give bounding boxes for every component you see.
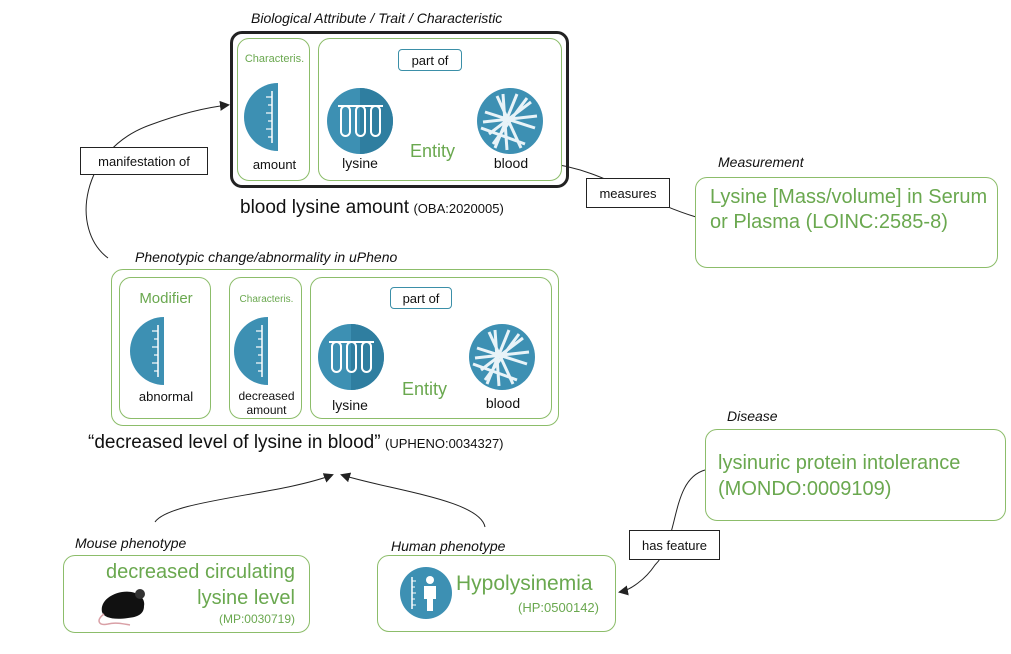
modifier-panel: Modifier abnormal [119, 277, 211, 419]
disease-header: Disease [727, 408, 778, 424]
human-phenotype-box[interactable]: Hypolysinemia (HP:0500142) [377, 555, 616, 632]
ruler-icon [244, 83, 278, 151]
test-tubes-icon [327, 88, 393, 154]
measurement-text: Lysine [Mass/volume] in Serum or Plasma … [710, 186, 988, 233]
manifestation-edge [85, 100, 230, 259]
measurement-box[interactable]: Lysine [Mass/volume] in Serum or Plasma … [695, 177, 998, 268]
ruler-icon [130, 317, 164, 385]
measures-relation: measures [586, 178, 670, 208]
human-name: Hypolysinemia [456, 572, 593, 595]
abnormal-label: abnormal [138, 389, 194, 404]
upheno-term-id: (UPHENO:0034327) [385, 436, 504, 451]
amount-label: amount [252, 157, 297, 172]
characteristic-label: Characteris. [244, 53, 305, 65]
mouse-isa-edge [154, 473, 334, 523]
lysine-label: lysine [332, 397, 368, 413]
disease-text: lysinuric protein intolerance (MONDO:000… [718, 452, 961, 500]
manifestation-of-relation: manifestation of [80, 147, 208, 175]
mouse-header: Mouse phenotype [75, 535, 187, 551]
blood-label: blood [478, 155, 544, 171]
blood-label: blood [485, 395, 521, 411]
part-of-relation: part of [390, 287, 452, 309]
has-feature-relation: has feature [629, 530, 720, 560]
test-tubes-icon [318, 324, 384, 390]
characteristic-label: Characteris. [239, 294, 294, 305]
mouse-line1: decreased circulating [106, 561, 295, 583]
oba-characteristic-panel: Characteris. amount [237, 38, 310, 181]
oba-term-name: blood lysine amount [240, 197, 409, 218]
part-of-relation: part of [398, 49, 462, 71]
mouse-icon [98, 589, 150, 626]
blood-cells-icon [477, 88, 543, 154]
human-header: Human phenotype [391, 538, 506, 554]
upheno-characteristic-panel: Characteris. decreased amount [229, 277, 302, 419]
human-id: (HP:0500142) [518, 600, 599, 615]
blood-text: blood [493, 155, 529, 171]
mouse-line2: lysine level [197, 587, 295, 609]
measurement-header: Measurement [718, 154, 804, 170]
ruler-icon [234, 317, 268, 385]
oba-term-id: (OBA:2020005) [413, 201, 504, 216]
disease-box[interactable]: lysinuric protein intolerance (MONDO:000… [705, 429, 1006, 521]
human-ruler-icon [400, 567, 452, 619]
oba-header: Biological Attribute / Trait / Character… [251, 10, 503, 26]
decreased-amount-label: decreased amount [238, 389, 295, 417]
upheno-term-name: “decreased level of lysine in blood” [88, 432, 381, 453]
mouse-phenotype-box[interactable]: decreased circulating lysine level (MP:0… [63, 555, 310, 633]
entity-label: Entity [402, 379, 448, 399]
oba-term-box[interactable] [230, 31, 569, 188]
upheno-header: Phenotypic change/abnormality in uPheno [135, 249, 398, 265]
mouse-id: (MP:0030719) [218, 612, 295, 626]
entity-label: Entity [410, 141, 456, 161]
upheno-term-title: “decreased level of lysine in blood” (UP… [88, 432, 504, 454]
human-isa-edge [340, 472, 486, 528]
oba-term-title: blood lysine amount (OBA:2020005) [240, 197, 504, 219]
modifier-label: Modifier [139, 290, 193, 307]
blood-cells-icon [469, 324, 535, 390]
lysine-label: lysine [342, 155, 378, 171]
